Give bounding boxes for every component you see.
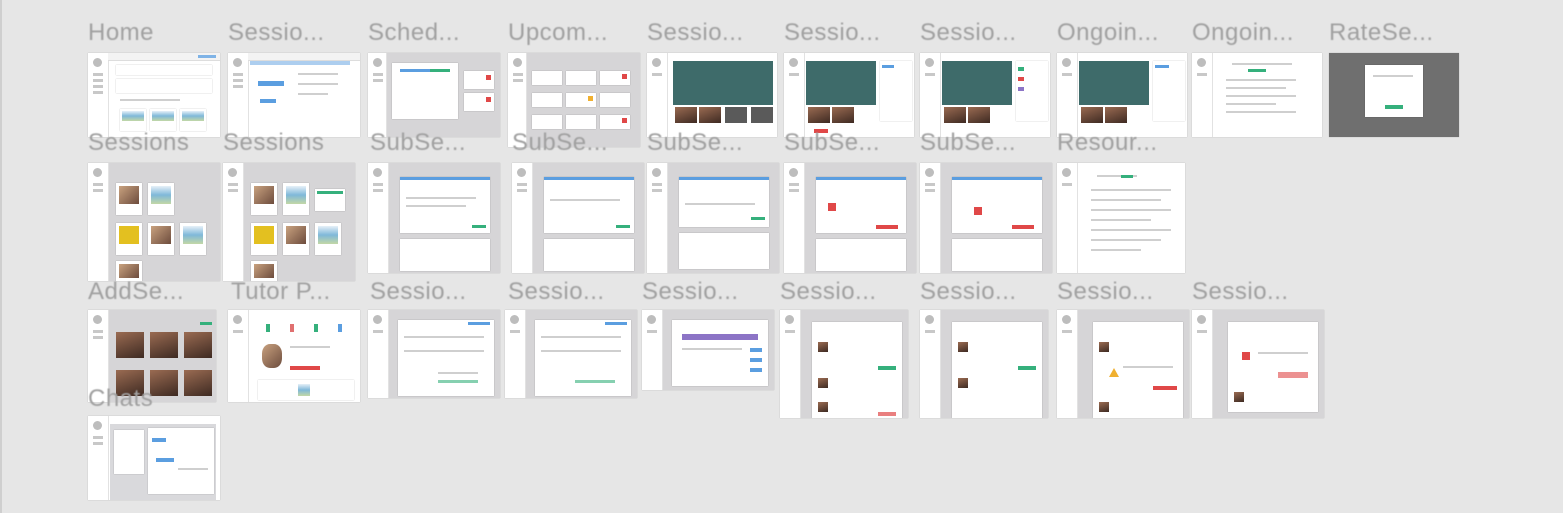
frame-session-video-2[interactable]	[784, 53, 914, 137]
frame-subsession-4[interactable]	[784, 163, 916, 273]
frame-ongoing-1[interactable]	[1057, 53, 1187, 137]
frame-label-rate-session[interactable]: RateSe...	[1329, 19, 1434, 46]
frame-label-sessions[interactable]: Sessions	[88, 129, 190, 156]
frame-chats[interactable]	[88, 416, 220, 500]
frame-label-session[interactable]: Sessio...	[1057, 278, 1154, 305]
frame-label-session[interactable]: Sessio...	[920, 19, 1017, 46]
frame-rate-session[interactable]	[1329, 53, 1459, 137]
frame-label-session[interactable]: Sessio...	[784, 19, 881, 46]
frame-label-chats[interactable]: Chats	[88, 385, 154, 412]
frame-label-sessions[interactable]: Sessions	[223, 129, 325, 156]
frame-label-session[interactable]: Sessio...	[780, 278, 877, 305]
frame-subsession-3[interactable]	[647, 163, 779, 273]
frame-label-subsession[interactable]: SubSe...	[647, 129, 744, 156]
frame-label-upcoming[interactable]: Upcom...	[508, 19, 609, 46]
frame-label-session[interactable]: Sessio...	[647, 19, 744, 46]
frame-session-cancel[interactable]	[1057, 310, 1189, 418]
frame-add-session[interactable]	[88, 310, 216, 402]
frame-label-add-session[interactable]: AddSe...	[88, 278, 185, 305]
frame-session-detail-3[interactable]	[642, 310, 774, 390]
frame-label-home[interactable]: Home	[88, 19, 155, 46]
frame-label-session[interactable]: Sessio...	[508, 278, 605, 305]
frame-sessions-2[interactable]	[223, 163, 355, 281]
frame-session-video-1[interactable]	[647, 53, 777, 137]
frame-label-subsession[interactable]: SubSe...	[784, 129, 881, 156]
frame-session-video-3[interactable]	[920, 53, 1050, 137]
frame-label-session[interactable]: Sessio...	[228, 19, 325, 46]
frame-session-confirm[interactable]	[1192, 310, 1324, 418]
frame-session-1[interactable]	[228, 53, 360, 137]
frame-label-subsession[interactable]: SubSe...	[920, 129, 1017, 156]
frame-schedule[interactable]	[368, 53, 500, 137]
frame-label-subsession[interactable]: SubSe...	[370, 129, 467, 156]
frame-label-subsession[interactable]: SubSe...	[512, 129, 609, 156]
frame-session-list-2[interactable]	[920, 310, 1048, 418]
frame-subsession-5[interactable]	[920, 163, 1052, 273]
frame-label-ongoing[interactable]: Ongoin...	[1057, 19, 1159, 46]
frame-subsession-1[interactable]	[368, 163, 500, 273]
frame-label-session[interactable]: Sessio...	[370, 278, 467, 305]
frame-label-ongoing[interactable]: Ongoin...	[1192, 19, 1294, 46]
frame-upcoming[interactable]	[508, 53, 640, 147]
frame-label-session[interactable]: Sessio...	[642, 278, 739, 305]
frame-label-session[interactable]: Sessio...	[920, 278, 1017, 305]
frame-subsession-2[interactable]	[512, 163, 644, 273]
frame-label-schedule[interactable]: Sched...	[368, 19, 461, 46]
frame-home[interactable]	[88, 53, 220, 137]
frame-sessions-1[interactable]	[88, 163, 220, 281]
frame-session-detail-2[interactable]	[505, 310, 637, 398]
frame-label-session[interactable]: Sessio...	[1192, 278, 1289, 305]
frame-ongoing-2[interactable]	[1192, 53, 1322, 137]
frame-session-detail-1[interactable]	[368, 310, 500, 398]
frame-label-tutor-profile[interactable]: Tutor P...	[231, 278, 331, 305]
frame-label-resources[interactable]: Resour...	[1057, 129, 1158, 156]
frame-resources[interactable]	[1057, 163, 1185, 273]
frame-tutor-profile[interactable]	[228, 310, 360, 402]
frame-session-list-1[interactable]	[780, 310, 908, 418]
